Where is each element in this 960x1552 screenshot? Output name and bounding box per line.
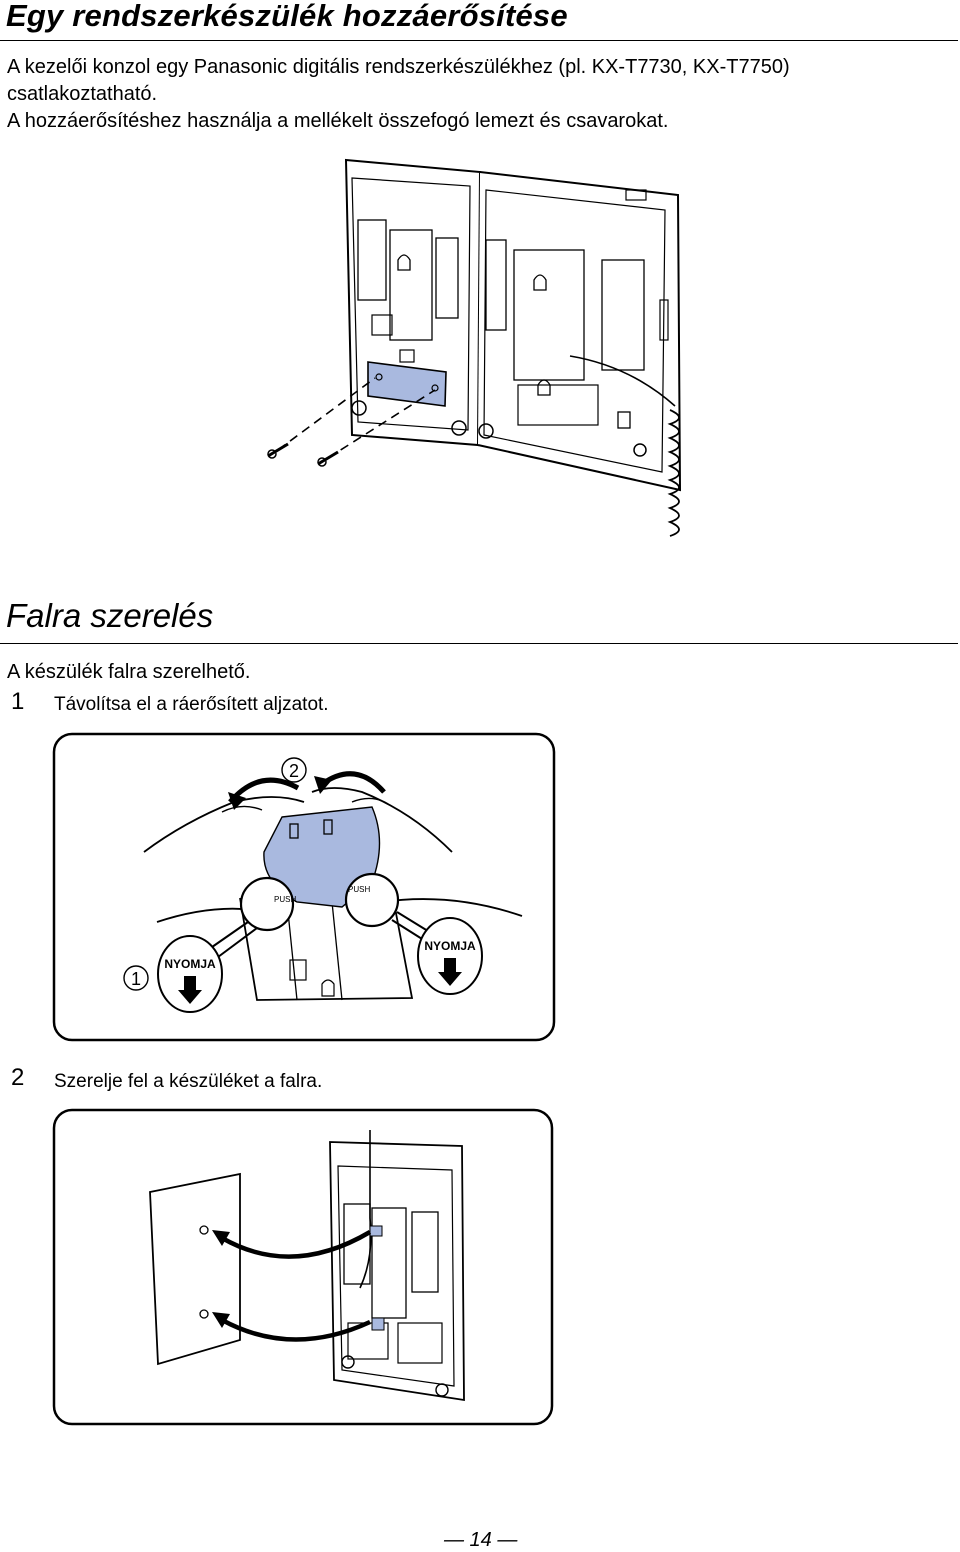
press-label-right: NYOMJA	[424, 939, 476, 953]
paragraph-line: A hozzáerősítéshez használja a mellékelt…	[7, 110, 669, 132]
press-label-left: NYOMJA	[164, 957, 216, 971]
figure-wall-mount	[52, 1108, 554, 1426]
arrow-down-icon	[438, 958, 462, 986]
figure-phones-joined	[267, 158, 682, 537]
step-number: 2	[11, 1064, 25, 1091]
intro-text: A készülék falra szerelhető.	[7, 661, 251, 683]
section-title-attach: Egy rendszerkészülék hozzáerősítése	[6, 0, 568, 33]
step-text: Távolítsa el a ráerősített aljzatot.	[54, 694, 329, 715]
page-number: — 14 —	[444, 1529, 518, 1551]
callout-2: 2	[289, 761, 299, 781]
section-title-wall-mount: Falra szerelés	[6, 597, 214, 634]
tab-label-right: PUSH	[348, 885, 370, 894]
paragraph-line: csatlakoztatható.	[7, 83, 158, 105]
paragraph-line: A kezelői konzol egy Panasonic digitális…	[7, 56, 790, 78]
arrow-down-icon	[178, 976, 202, 1004]
callout-1: 1	[131, 969, 141, 989]
step-text: Szerelje fel a készüléket a falra.	[54, 1071, 323, 1092]
figure-remove-stand: 2 PUSH PUSH NYOMJA NYOMJA 1	[52, 732, 556, 1042]
title-rule	[0, 643, 958, 644]
step-number: 1	[11, 688, 25, 715]
title-rule	[0, 40, 958, 41]
tab-label-left: PUSH	[274, 895, 296, 904]
